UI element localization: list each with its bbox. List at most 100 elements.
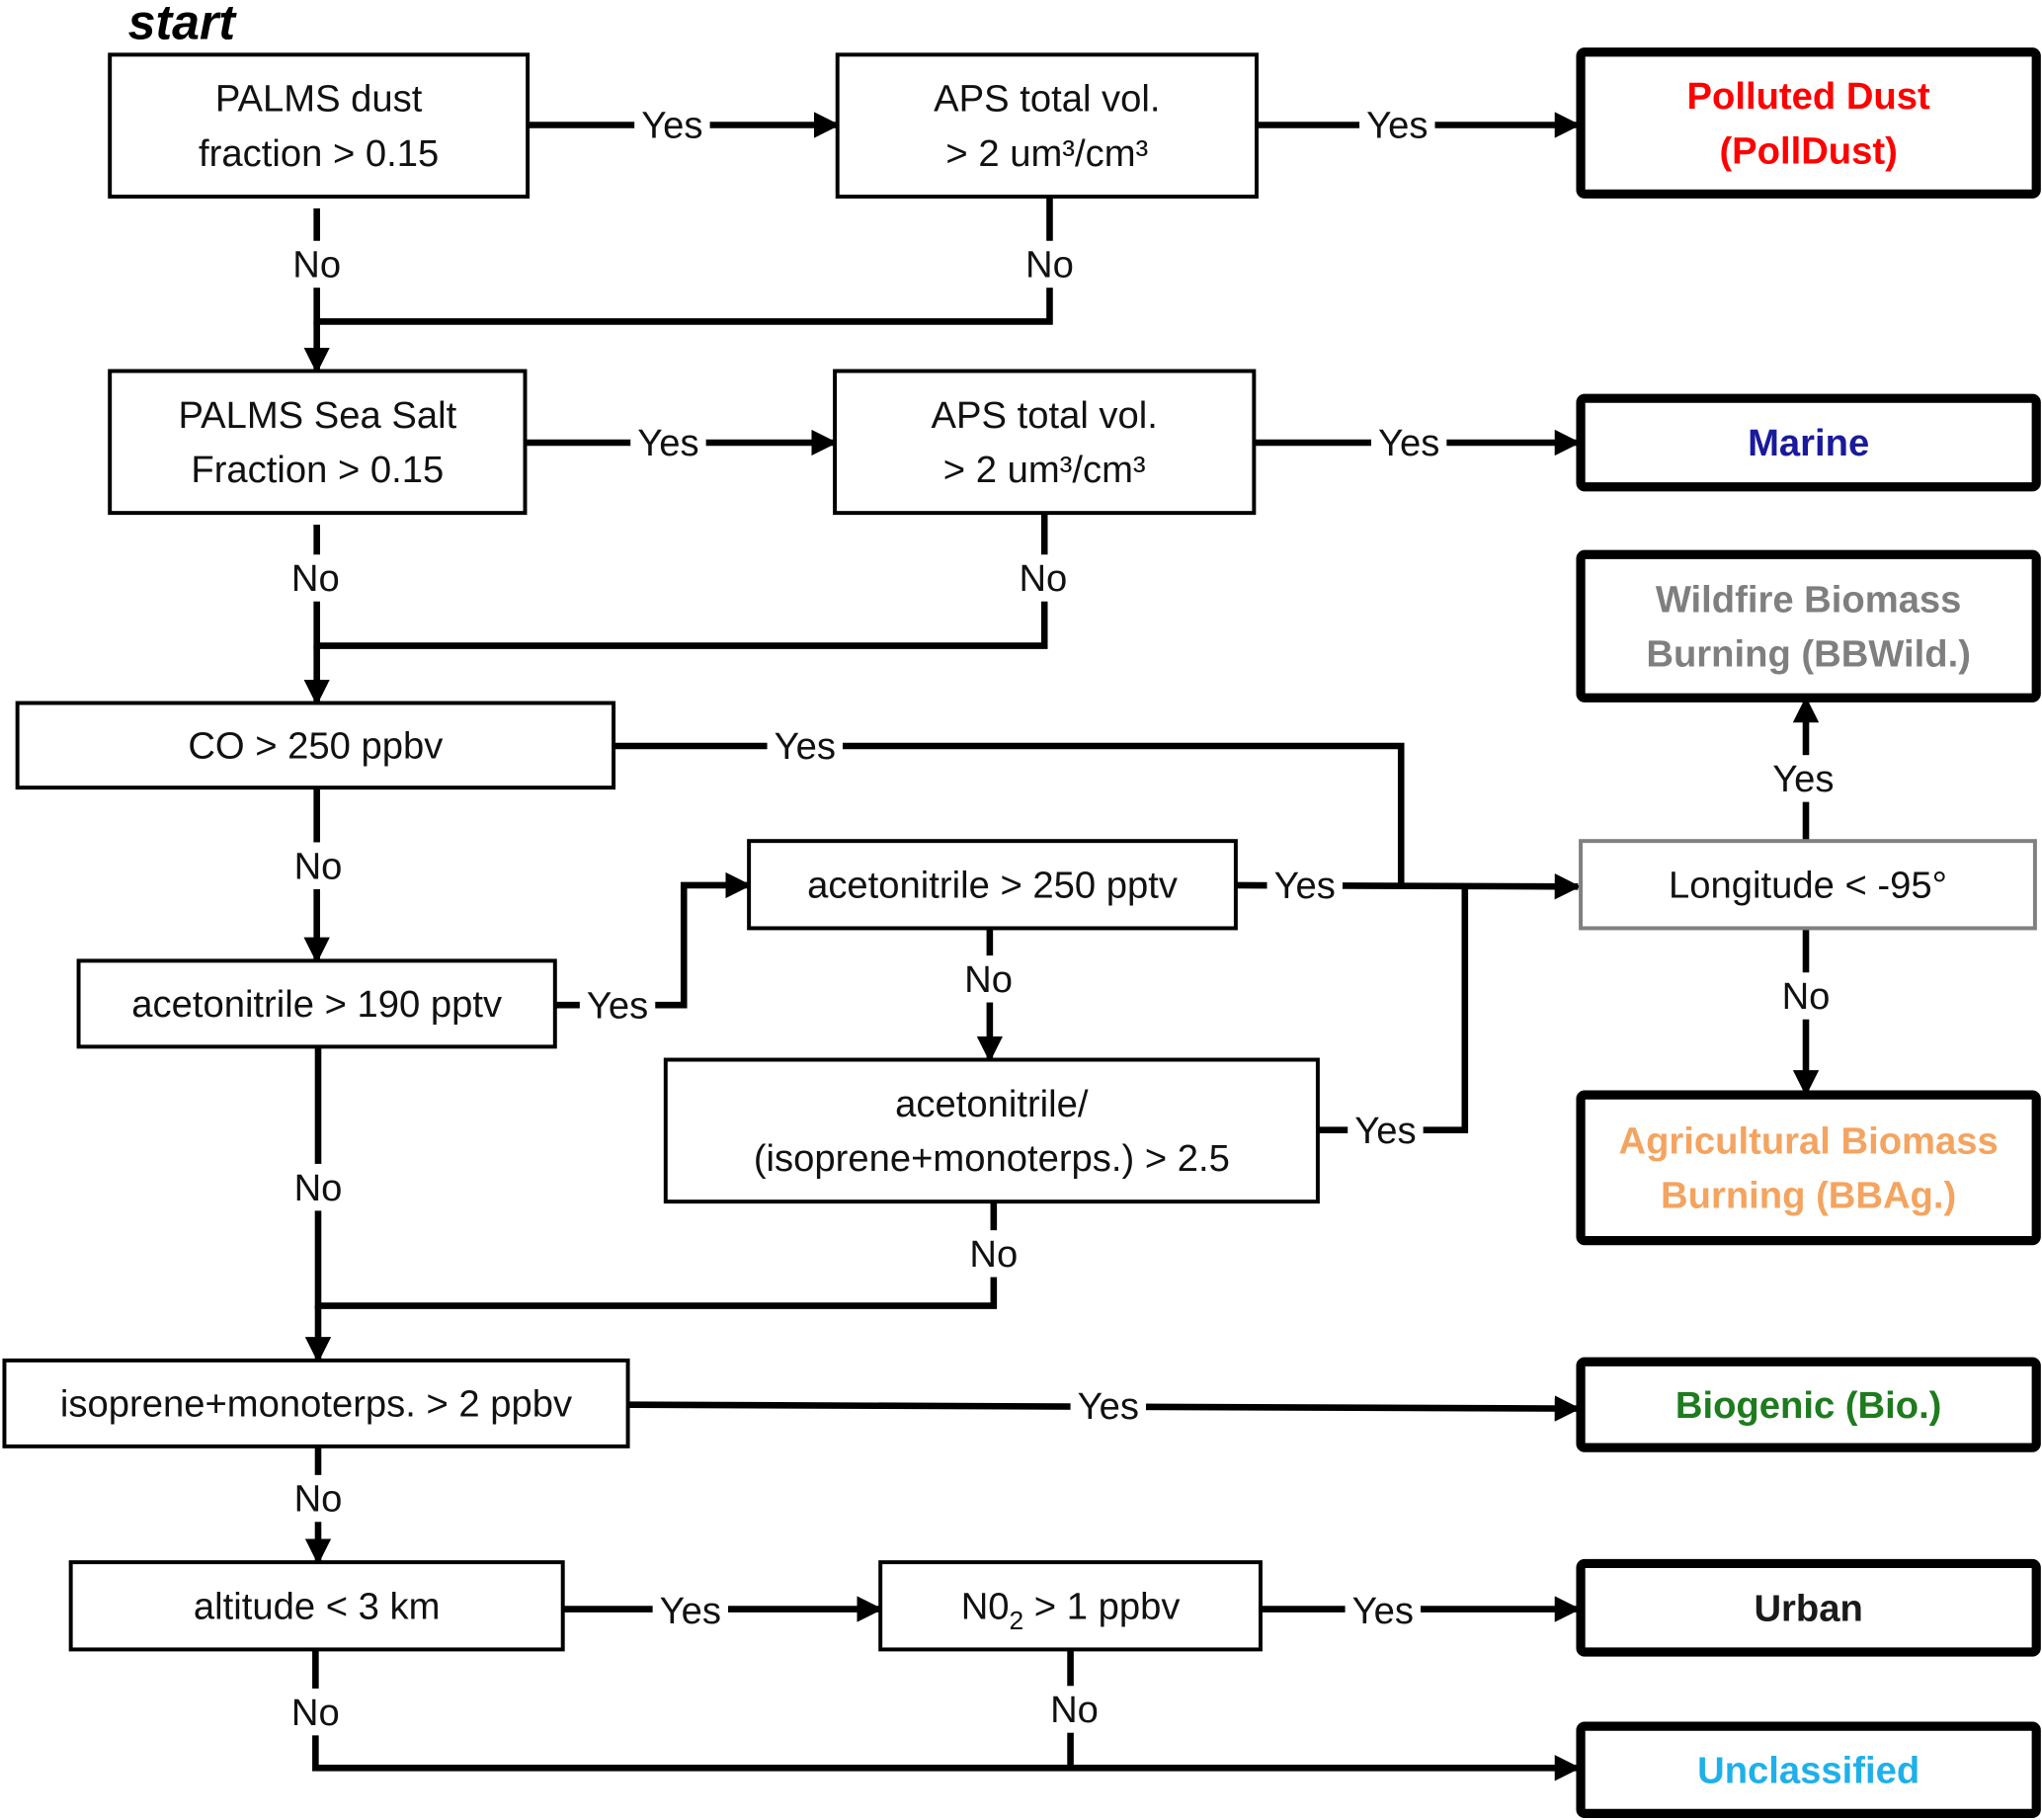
node-text-line: Longitude < -95° — [1669, 864, 1947, 906]
edge-label-yes: Yes — [1378, 422, 1439, 464]
edge-no-merge-2 — [313, 513, 1048, 649]
node-text-line: fraction > 0.15 — [199, 132, 439, 175]
edge-label-bg — [1348, 1106, 1424, 1154]
node-text-line: Biogenic (Bio.) — [1675, 1384, 1942, 1427]
edge-label-bg — [964, 1230, 1022, 1278]
edge-label-yes: Yes — [641, 105, 702, 147]
edge-label-bg — [630, 419, 706, 466]
node-text-line: Urban — [1754, 1587, 1862, 1629]
outcome-box — [1576, 1721, 2041, 1819]
decision-box — [108, 369, 528, 516]
decision-box — [833, 369, 1257, 516]
edge-label-bg — [287, 240, 346, 289]
decision-longitude: Longitude < -95° — [1579, 839, 2037, 931]
decision-box — [108, 52, 531, 199]
edge-label-no: No — [964, 958, 1013, 1001]
edge-label-bg — [1070, 1382, 1146, 1430]
decision-box — [76, 958, 557, 1049]
outcome-box — [1576, 393, 2041, 492]
edge-label-bg — [959, 955, 1018, 1003]
edge-label-bg — [289, 1163, 347, 1211]
edge-label-no: No — [969, 1233, 1018, 1276]
outcome-box — [1576, 1558, 2041, 1657]
decision-acn-250: acetonitrile > 250 pptv — [747, 839, 1238, 931]
edge-label-bg — [1045, 1686, 1103, 1733]
node-text-line: > 2 um³/cm³ — [943, 449, 1146, 491]
outcome-biogenic: Biogenic (Bio.) — [1576, 1357, 2041, 1452]
decision-isoprene: isoprene+monoterps. > 2 ppbv — [2, 1358, 630, 1448]
edge-label-no: No — [1782, 975, 1831, 1018]
decision-palms-dust: PALMS dust fraction > 0.15 — [108, 52, 531, 199]
decision-acn-ratio: acetonitrile/(isoprene+monoterps.) > 2.5 — [663, 1057, 1320, 1204]
node-text-line: Agricultural Biomass — [1619, 1119, 1999, 1162]
edge-label-no: No — [291, 557, 340, 600]
outcome-box — [1576, 47, 2041, 199]
node-text-line: APS total vol. — [932, 394, 1158, 437]
edge-ratio-yes — [1317, 886, 1469, 1133]
edge-label-no: No — [292, 244, 341, 287]
node-text-line: acetonitrile > 190 pptv — [131, 983, 502, 1026]
node-text-line: Fraction > 0.15 — [191, 449, 444, 491]
outcome-unclassified: Unclassified — [1576, 1721, 2041, 1819]
edge-label-bg — [767, 722, 843, 770]
node-text-line: (PollDust) — [1719, 129, 1897, 172]
outcome-marine: Marine — [1576, 393, 2041, 492]
edge-label-bg — [1777, 972, 1835, 1020]
edge-label-bg — [1345, 1587, 1422, 1634]
edge-label-bg — [652, 1587, 729, 1634]
node-text-line: Unclassified — [1697, 1749, 1919, 1791]
edge-label-no: No — [1050, 1689, 1099, 1731]
decision-aps-seasalt: APS total vol. > 2 um³/cm³ — [833, 369, 1257, 516]
decision-box — [2, 1358, 630, 1448]
node-text-line: Marine — [1748, 422, 1869, 464]
decision-box — [878, 1560, 1263, 1652]
edge-label-bg — [1014, 554, 1072, 602]
edge-label-bg — [1765, 755, 1841, 802]
node-text-line: (isoprene+monoterps.) > 2.5 — [754, 1137, 1230, 1180]
outcome-box — [1576, 549, 2041, 703]
node-text-line: PALMS dust — [215, 78, 423, 121]
decision-box — [835, 52, 1259, 199]
decision-box — [68, 1560, 565, 1652]
node-text-line: N02 > 1 ppbv — [961, 1585, 1181, 1635]
decision-box — [747, 839, 1238, 931]
edge-no-merge-1 — [313, 196, 1053, 325]
decision-altitude: altitude < 3 km — [68, 1560, 565, 1652]
decision-acn-190: acetonitrile > 190 pptv — [76, 958, 557, 1049]
decision-box — [1579, 839, 2037, 931]
edge-label-yes: Yes — [660, 1590, 721, 1632]
outcome-box — [1576, 1357, 2041, 1452]
edge-label-yes: Yes — [1366, 105, 1428, 147]
node-text-line: APS total vol. — [934, 78, 1160, 121]
outcome-urban: Urban — [1576, 1558, 2041, 1657]
node-text-line: CO > 250 ppbv — [188, 725, 443, 768]
edge-label-yes: Yes — [1274, 865, 1336, 907]
edge-label-yes: Yes — [587, 984, 648, 1027]
edge-label-bg — [286, 1688, 345, 1736]
edge-label-yes: Yes — [1078, 1385, 1139, 1428]
edge-label-no: No — [1019, 557, 1067, 600]
edge-label-bg — [289, 842, 347, 889]
edge-label-no: No — [294, 845, 343, 887]
edge-altitude-no — [312, 1649, 1582, 1781]
edge-label-bg — [289, 1474, 347, 1523]
node-text-line: PALMS Sea Salt — [178, 394, 456, 437]
node-text-line: Burning (BBAg.) — [1661, 1175, 1956, 1217]
node-text-line: Burning (BBWild.) — [1646, 633, 1971, 676]
edge-label-yes: Yes — [1352, 1590, 1414, 1632]
edge-co-yes — [613, 742, 1405, 885]
node-text-line: acetonitrile > 250 pptv — [807, 864, 1178, 906]
decision-box — [663, 1057, 1320, 1204]
edge-label-bg — [286, 554, 345, 602]
node-text-line: Polluted Dust — [1687, 75, 1930, 118]
edge-label-bg — [1359, 101, 1435, 149]
edge-label-bg — [1021, 240, 1079, 289]
decision-no2: N02 > 1 ppbv — [878, 1560, 1263, 1652]
edge-label-yes: Yes — [637, 422, 698, 464]
